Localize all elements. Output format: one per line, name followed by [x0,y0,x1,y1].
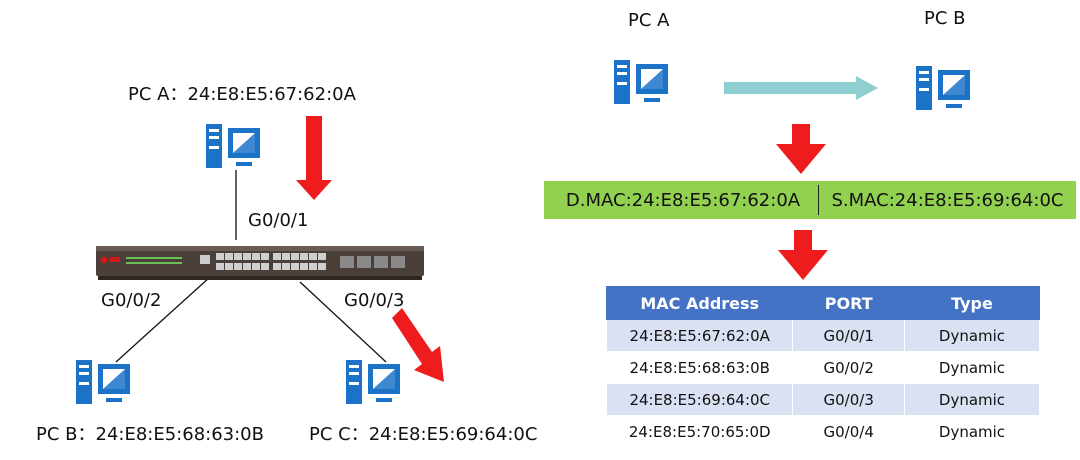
link-pc-b [115,267,221,363]
cell-type: Dynamic [903,319,1041,352]
dest-mac: D.MAC:24:E8:E5:67:62:0A [565,189,801,211]
cell-mac: 24:E8:E5:67:62:0A [605,319,794,352]
pc-a-label: PC A：24:E8:E5:67:62:0A [128,84,356,105]
frame-header-bar: D.MAC:24:E8:E5:67:62:0A S.MAC:24:E8:E5:6… [544,181,1076,219]
cell-port: G0/0/1 [792,319,905,352]
column-header-mac: MAC Address [605,286,794,320]
table-row: 24:E8:E5:70:65:0D G0/0/4 Dynamic [605,415,1041,448]
link-pc-c [299,281,387,363]
cell-mac: 24:E8:E5:68:63:0B [605,351,794,384]
cell-port: G0/0/4 [792,415,905,448]
table-row: 24:E8:E5:69:64:0C G0/0/3 Dynamic [605,383,1041,416]
arrow-down-icon [778,230,828,280]
pc-c-icon [346,360,400,404]
pc-b-icon [76,360,130,404]
cell-port: G0/0/3 [792,383,905,416]
port-g002-label: G0/0/2 [101,290,162,311]
flow-pc-b-label: PC B [924,8,966,29]
cell-type: Dynamic [903,351,1041,384]
frame-divider [818,185,819,215]
flow-pc-a-icon [614,60,668,104]
cell-mac: 24:E8:E5:70:65:0D [605,415,794,448]
pc-b-label: PC B：24:E8:E5:68:63:0B [36,424,264,445]
column-header-port: PORT [792,286,905,320]
arrow-down-icon [776,124,826,174]
switch-icon [96,246,424,280]
arrow-down-icon [296,116,332,200]
table-header-row: MAC Address PORT Type [605,286,1041,320]
column-header-type: Type [903,286,1041,320]
flow-pc-a-label: PC A [628,10,670,31]
port-g001-label: G0/0/1 [248,210,309,231]
cell-type: Dynamic [903,415,1041,448]
src-mac: S.MAC:24:E8:E5:69:64:0C [831,189,1064,211]
pc-c-label: PC C：24:E8:E5:69:64:0C [309,424,538,445]
table-row: 24:E8:E5:68:63:0B G0/0/2 Dynamic [605,351,1041,384]
cell-type: Dynamic [903,383,1041,416]
port-g003-label: G0/0/3 [344,290,405,311]
mac-address-table: MAC Address PORT Type 24:E8:E5:67:62:0A … [605,286,1041,448]
arrow-diagonal-icon [392,308,444,382]
cell-mac: 24:E8:E5:69:64:0C [605,383,794,416]
flow-arrow-icon [724,76,878,100]
pc-a-icon [206,124,260,168]
flow-pc-b-icon [916,66,970,110]
cell-port: G0/0/2 [792,351,905,384]
table-row: 24:E8:E5:67:62:0A G0/0/1 Dynamic [605,319,1041,352]
